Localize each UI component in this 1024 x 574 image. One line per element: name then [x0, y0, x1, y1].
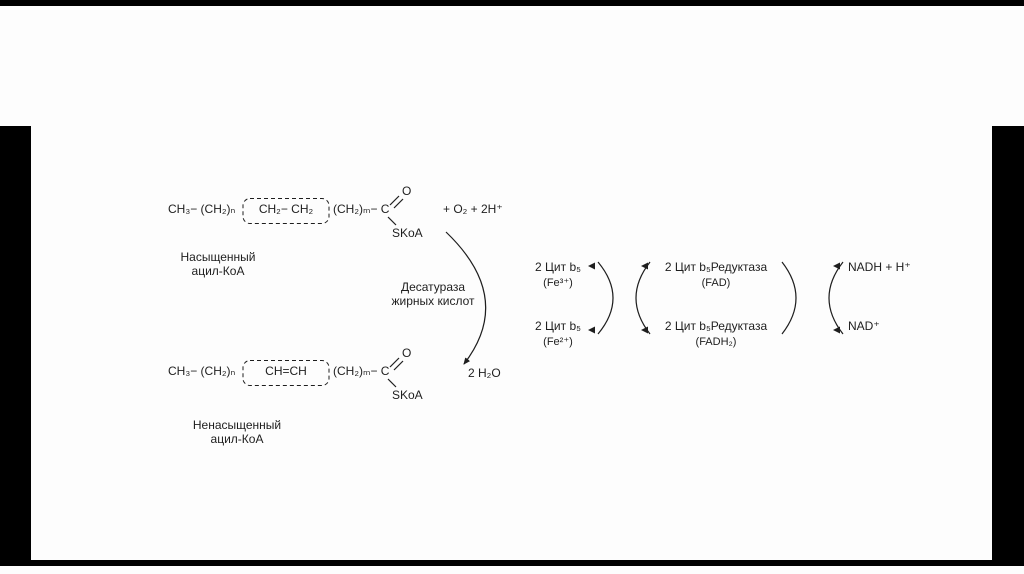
- saturated-thioester-label: SKoA: [392, 226, 423, 240]
- saturated-chain-end: (CH₂)ₘ− C: [333, 202, 390, 216]
- arrowhead: [833, 326, 840, 334]
- arrowhead: [641, 262, 648, 270]
- nad-label: NAD⁺: [848, 319, 880, 333]
- reductase-fadh2-line1: 2 Цит b₅Редуктаза: [665, 319, 768, 333]
- unsaturated-thioester-bond: [387, 378, 397, 388]
- saturated-boxed-group: CH₂− CH₂: [259, 202, 314, 216]
- saturated-carbonyl-double-bond: [393, 198, 404, 209]
- saturated-carbonyl-oxygen: O: [402, 184, 411, 198]
- enzyme-name-line1: Десатураза: [401, 280, 465, 294]
- unsaturated-boxed-group: CH=CH: [265, 364, 307, 378]
- reductase-fadh2-line2: (FADH₂): [696, 336, 737, 348]
- saturated-carbonyl-double-bond: [389, 195, 400, 206]
- saturated-thioester-bond: [387, 216, 397, 226]
- cosubstrate-oxygen-protons: + O₂ + 2H⁺: [443, 202, 503, 216]
- saturated-name-line1: Насыщенный: [181, 250, 256, 264]
- arrowhead: [588, 326, 595, 334]
- saturated-bond-highlight-box: [242, 198, 330, 224]
- arrowhead: [641, 326, 648, 334]
- cytb5-cycle-arc: [597, 261, 614, 335]
- unsaturated-chain-start: CH₃− (CH₂)ₙ: [168, 364, 236, 378]
- saturated-chain-start: CH₃− (CH₂)ₙ: [168, 202, 236, 216]
- enzyme-name-line2: жирных кислот: [392, 294, 475, 308]
- unsaturated-carbonyl-oxygen: O: [402, 346, 411, 360]
- arrowhead: [588, 262, 595, 270]
- unsaturated-carbonyl-double-bond: [389, 357, 400, 368]
- unsaturated-carbonyl-double-bond: [393, 360, 404, 371]
- nad-cycle-arc: [828, 261, 844, 335]
- reductase-left-arc: [635, 261, 651, 335]
- substrate-reaction-arc: [445, 231, 487, 365]
- saturated-name-line2: ацил-КоА: [192, 264, 245, 278]
- unsaturated-name-line2: ацил-КоА: [211, 432, 264, 446]
- cytb5-reduced-line2: (Fe²⁺): [543, 336, 573, 348]
- cytb5-oxidized-line1: 2 Цит b₅: [535, 260, 581, 274]
- unsaturated-thioester-label: SKoA: [392, 388, 423, 402]
- letterbox-top-bar: [0, 0, 1024, 6]
- reductase-fad-line2: (FAD): [702, 277, 731, 289]
- arrowhead: [833, 262, 840, 270]
- letterbox-bottom-bar: [0, 560, 1024, 566]
- letterbox-right-bar: [992, 126, 1024, 560]
- water-product-label: 2 H₂O: [468, 366, 501, 380]
- cytb5-oxidized-line2: (Fe³⁺): [543, 277, 573, 289]
- unsaturated-name-line1: Ненасыщенный: [193, 418, 281, 432]
- reductase-right-arc: [781, 261, 797, 335]
- unsaturated-bond-highlight-box: [242, 360, 330, 386]
- nadh-label: NADH + H⁺: [848, 260, 911, 274]
- reductase-fad-line1: 2 Цит b₅Редуктаза: [665, 260, 768, 274]
- letterbox-left-bar: [0, 126, 31, 560]
- cytb5-reduced-line1: 2 Цит b₅: [535, 319, 581, 333]
- unsaturated-chain-end: (CH₂)ₘ− C: [333, 364, 390, 378]
